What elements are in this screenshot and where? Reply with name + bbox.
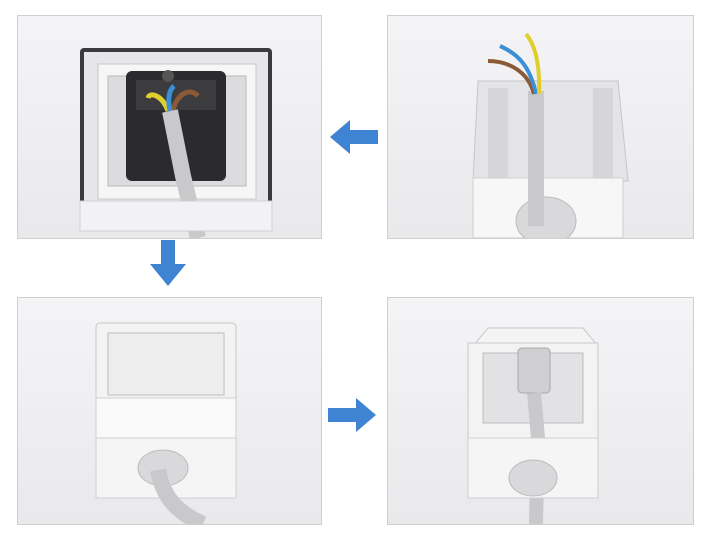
wired-socket-illustration [79,48,273,238]
photo-closed-box-with-cover [17,297,322,525]
photo-plug-inserted [387,297,694,525]
photo-open-box-with-wires [387,15,694,239]
photo-wired-socket-insert [17,15,322,239]
open-box-illustration [472,32,629,238]
plug-inserted-illustration [467,327,600,524]
arrow-left-icon [330,120,378,154]
arrow-right-icon [328,398,376,432]
closed-box-illustration [95,322,237,524]
arrow-down-icon [150,240,186,286]
